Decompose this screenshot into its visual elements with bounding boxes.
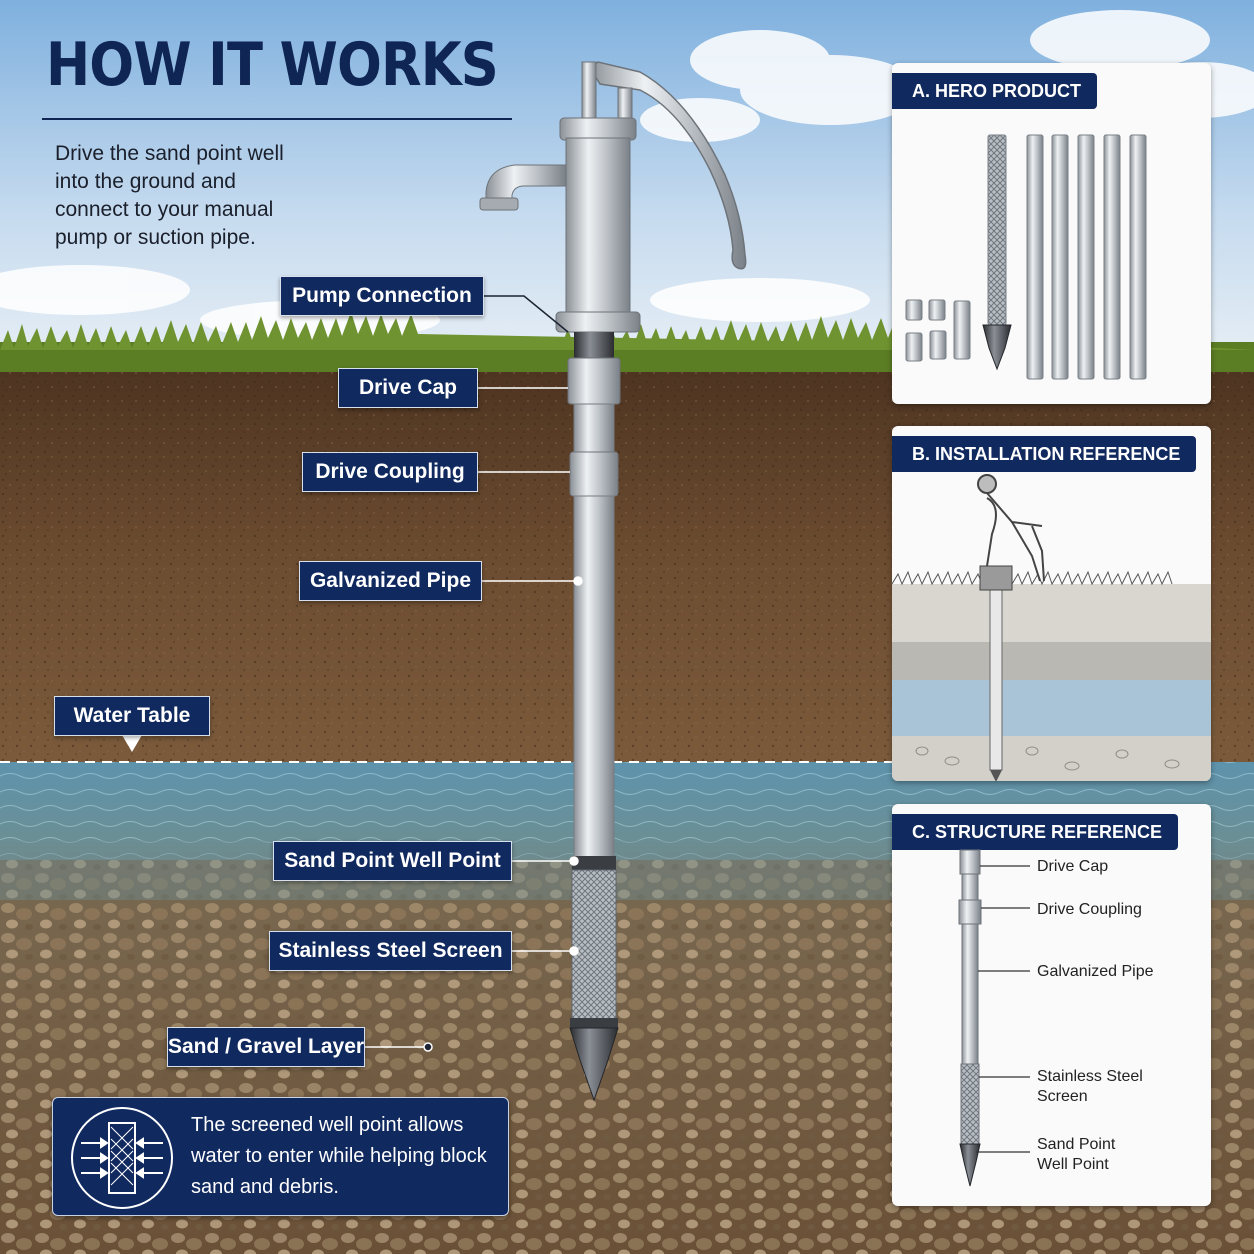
ref-label-galvanized-pipe: Galvanized Pipe <box>1037 963 1154 980</box>
callout-water-table: Water Table <box>54 696 210 736</box>
structure-illustration <box>958 849 1030 1187</box>
worker-figure <box>977 474 1045 582</box>
intro-text: Drive the sand point well into the groun… <box>55 142 284 249</box>
info-note: The screened well point allows water to … <box>52 1097 509 1216</box>
drive-cap-part <box>567 357 621 405</box>
leader-lines <box>365 295 583 1052</box>
galvanized-pipe-part <box>573 495 615 859</box>
panel-structure-title: C. STRUCTURE REFERENCE <box>892 814 1179 850</box>
ref-label-screen-line1: Stainless Steel <box>1037 1068 1143 1085</box>
title-divider <box>42 118 512 120</box>
well-pipe <box>567 332 621 1102</box>
callout-sand-point: Sand Point Well Point <box>273 841 512 881</box>
screen-filter-icon <box>71 1107 173 1209</box>
ref-label-screen: Stainless Steel Screen <box>1037 1067 1143 1107</box>
hand-pump <box>479 61 747 333</box>
callout-galvanized-pipe: Galvanized Pipe <box>299 561 482 601</box>
info-note-text: The screened well point allows water to … <box>191 1114 487 1198</box>
hero-product-illustration <box>905 134 1147 380</box>
panel-hero-product: A. HERO PRODUCT <box>892 63 1211 404</box>
drive-coupling-part <box>569 451 619 497</box>
page-title: HOW IT WORKS <box>46 30 499 100</box>
ref-label-screen-line2: Screen <box>1037 1088 1088 1105</box>
callout-sand-gravel: Sand / Gravel Layer <box>167 1027 365 1067</box>
ref-label-drive-coupling: Drive Coupling <box>1037 901 1142 918</box>
water-table-arrow <box>122 735 142 752</box>
panel-installation-title: B. INSTALLATION REFERENCE <box>892 436 1197 472</box>
panel-hero-title: A. HERO PRODUCT <box>892 73 1098 109</box>
panel-installation-reference: B. INSTALLATION REFERENCE <box>892 426 1211 781</box>
callout-stainless-screen: Stainless Steel Screen <box>269 931 512 971</box>
drive-point-part <box>569 1027 619 1102</box>
callout-drive-cap: Drive Cap <box>338 368 478 408</box>
ref-label-drive-cap: Drive Cap <box>1037 858 1109 875</box>
callout-drive-coupling: Drive Coupling <box>302 452 478 492</box>
installation-illustration <box>892 474 1211 781</box>
screen-part <box>571 869 617 1021</box>
ref-label-sand-point: Sand Point Well Point <box>1037 1135 1115 1175</box>
ref-label-point-line2: Well Point <box>1037 1156 1109 1173</box>
callout-pump-connection: Pump Connection <box>280 276 484 316</box>
ref-label-point-line1: Sand Point <box>1037 1136 1116 1153</box>
panel-structure-reference: C. STRUCTURE REFERENCE Drive Cap Drive C… <box>892 804 1211 1206</box>
